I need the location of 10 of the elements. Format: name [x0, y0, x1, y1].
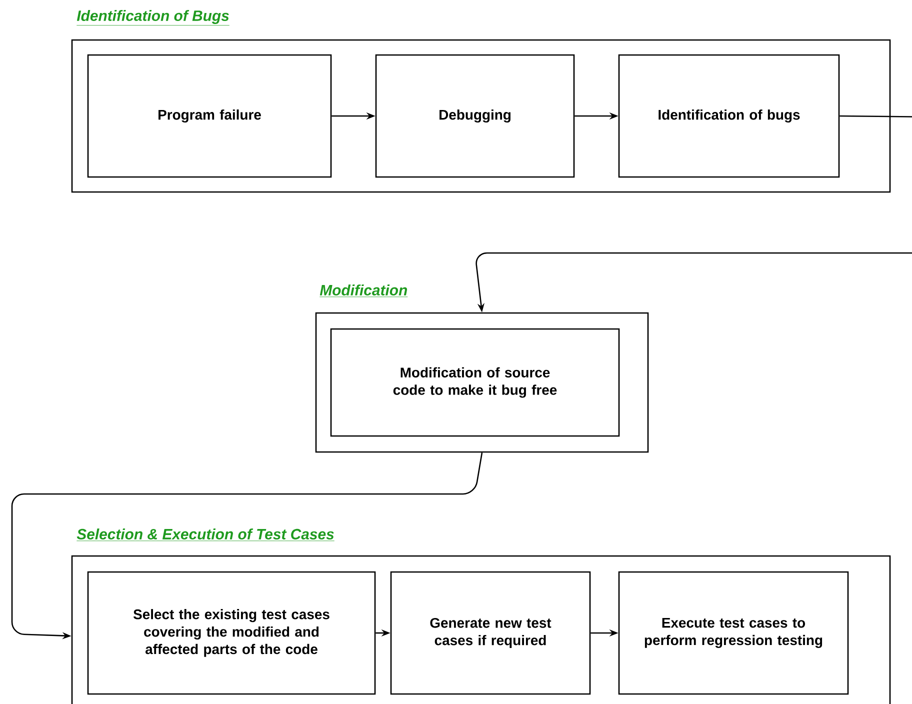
process-box: Generate new test cases if required	[390, 571, 591, 695]
node-label: Identification of Bugs	[76, 10, 229, 24]
process-box: Select the existing test cases covering the modified and affected parts of the code	[87, 571, 376, 695]
process-box: Identification of bugs	[618, 54, 840, 178]
process-box: Execute test cases to perform regression testing	[618, 571, 849, 695]
node-label: Selection & Execution of Test Cases	[76, 528, 334, 540]
process-box: Debugging	[375, 54, 575, 178]
node-label: Modification	[320, 284, 408, 296]
process-box: Program failure	[87, 54, 332, 178]
process-box: Modification of source code to make it bug free	[330, 328, 620, 437]
